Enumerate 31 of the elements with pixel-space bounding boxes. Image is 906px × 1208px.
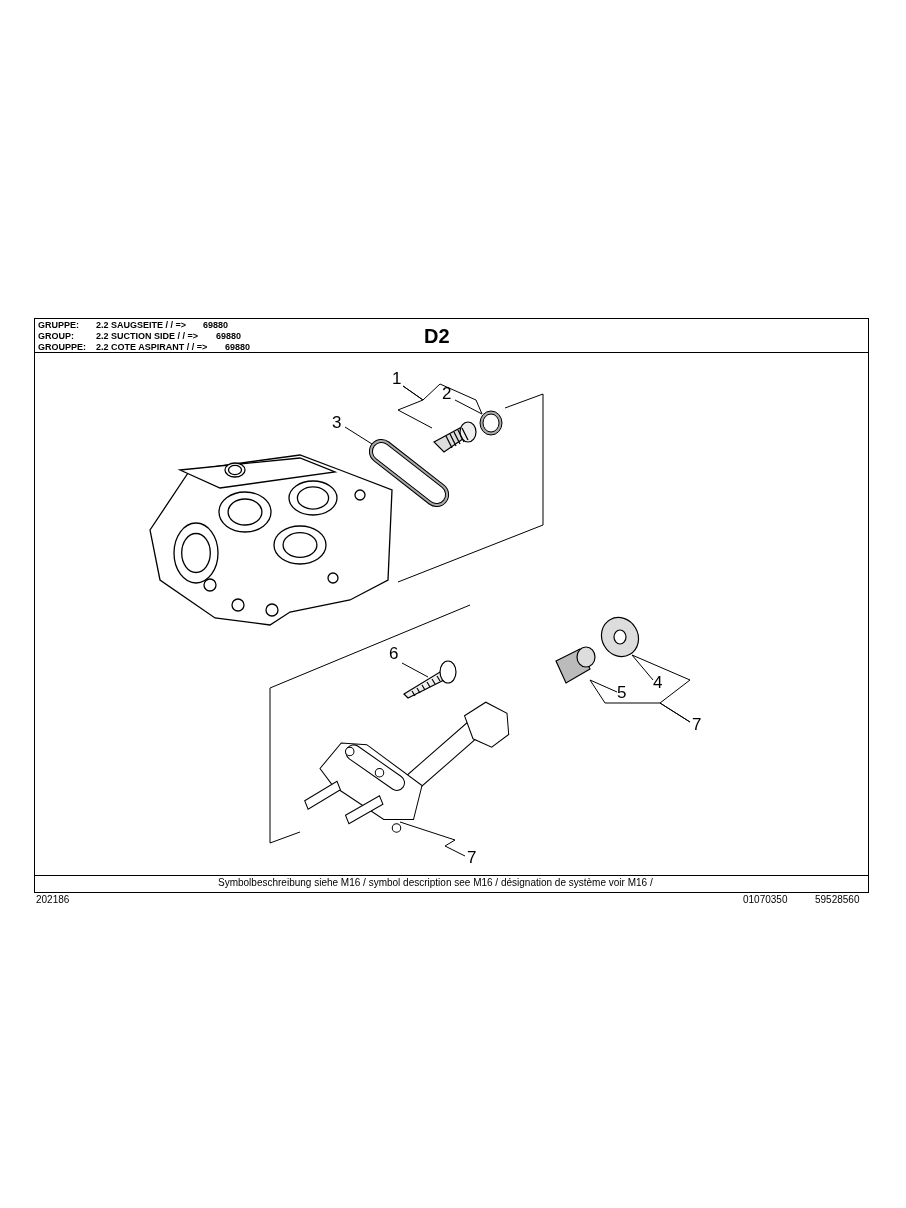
- leader-line: [631, 654, 691, 723]
- callout-number: 1: [392, 370, 402, 388]
- callout-number: 4: [653, 674, 663, 692]
- header-text: 2.2 SUCTION SIDE / / =>: [96, 331, 199, 341]
- document-number: 202186: [36, 894, 70, 905]
- header-text: GROUP:: [38, 331, 74, 341]
- leader-line: [589, 679, 618, 693]
- header-text: 2.2 SAUGSEITE / / =>: [96, 320, 187, 330]
- sheet-code: D2: [424, 325, 450, 348]
- leader-line: [402, 383, 483, 415]
- document-number: 59528560: [815, 894, 860, 905]
- callout-number: 6: [389, 645, 399, 663]
- callout-number: 5: [617, 684, 627, 702]
- header-text: 69880: [225, 342, 251, 352]
- header-text: GROUPPE:: [38, 342, 86, 352]
- callout-number: 2: [442, 385, 452, 403]
- callout-number: 3: [332, 414, 342, 432]
- leader-line: [399, 821, 466, 857]
- callout-number: 7: [467, 849, 477, 867]
- o-ring-drawing: [478, 410, 504, 436]
- leader-line: [344, 426, 373, 445]
- header-text: GRUPPE:: [38, 320, 79, 330]
- header-text: 2.2 COTE ASPIRANT / / =>: [96, 342, 208, 352]
- callout-number: 7: [692, 716, 702, 734]
- header-text: 69880: [216, 331, 242, 341]
- footer-note: Symbolbeschreibung siehe M16 / symbol description see M16 / désignation de système voir M16 /: [218, 877, 653, 888]
- leader-line: [631, 654, 654, 681]
- leader-line: [401, 662, 429, 678]
- header-text: 69880: [203, 320, 229, 330]
- leader-line: [454, 399, 483, 415]
- document-number: 01070350: [743, 894, 788, 905]
